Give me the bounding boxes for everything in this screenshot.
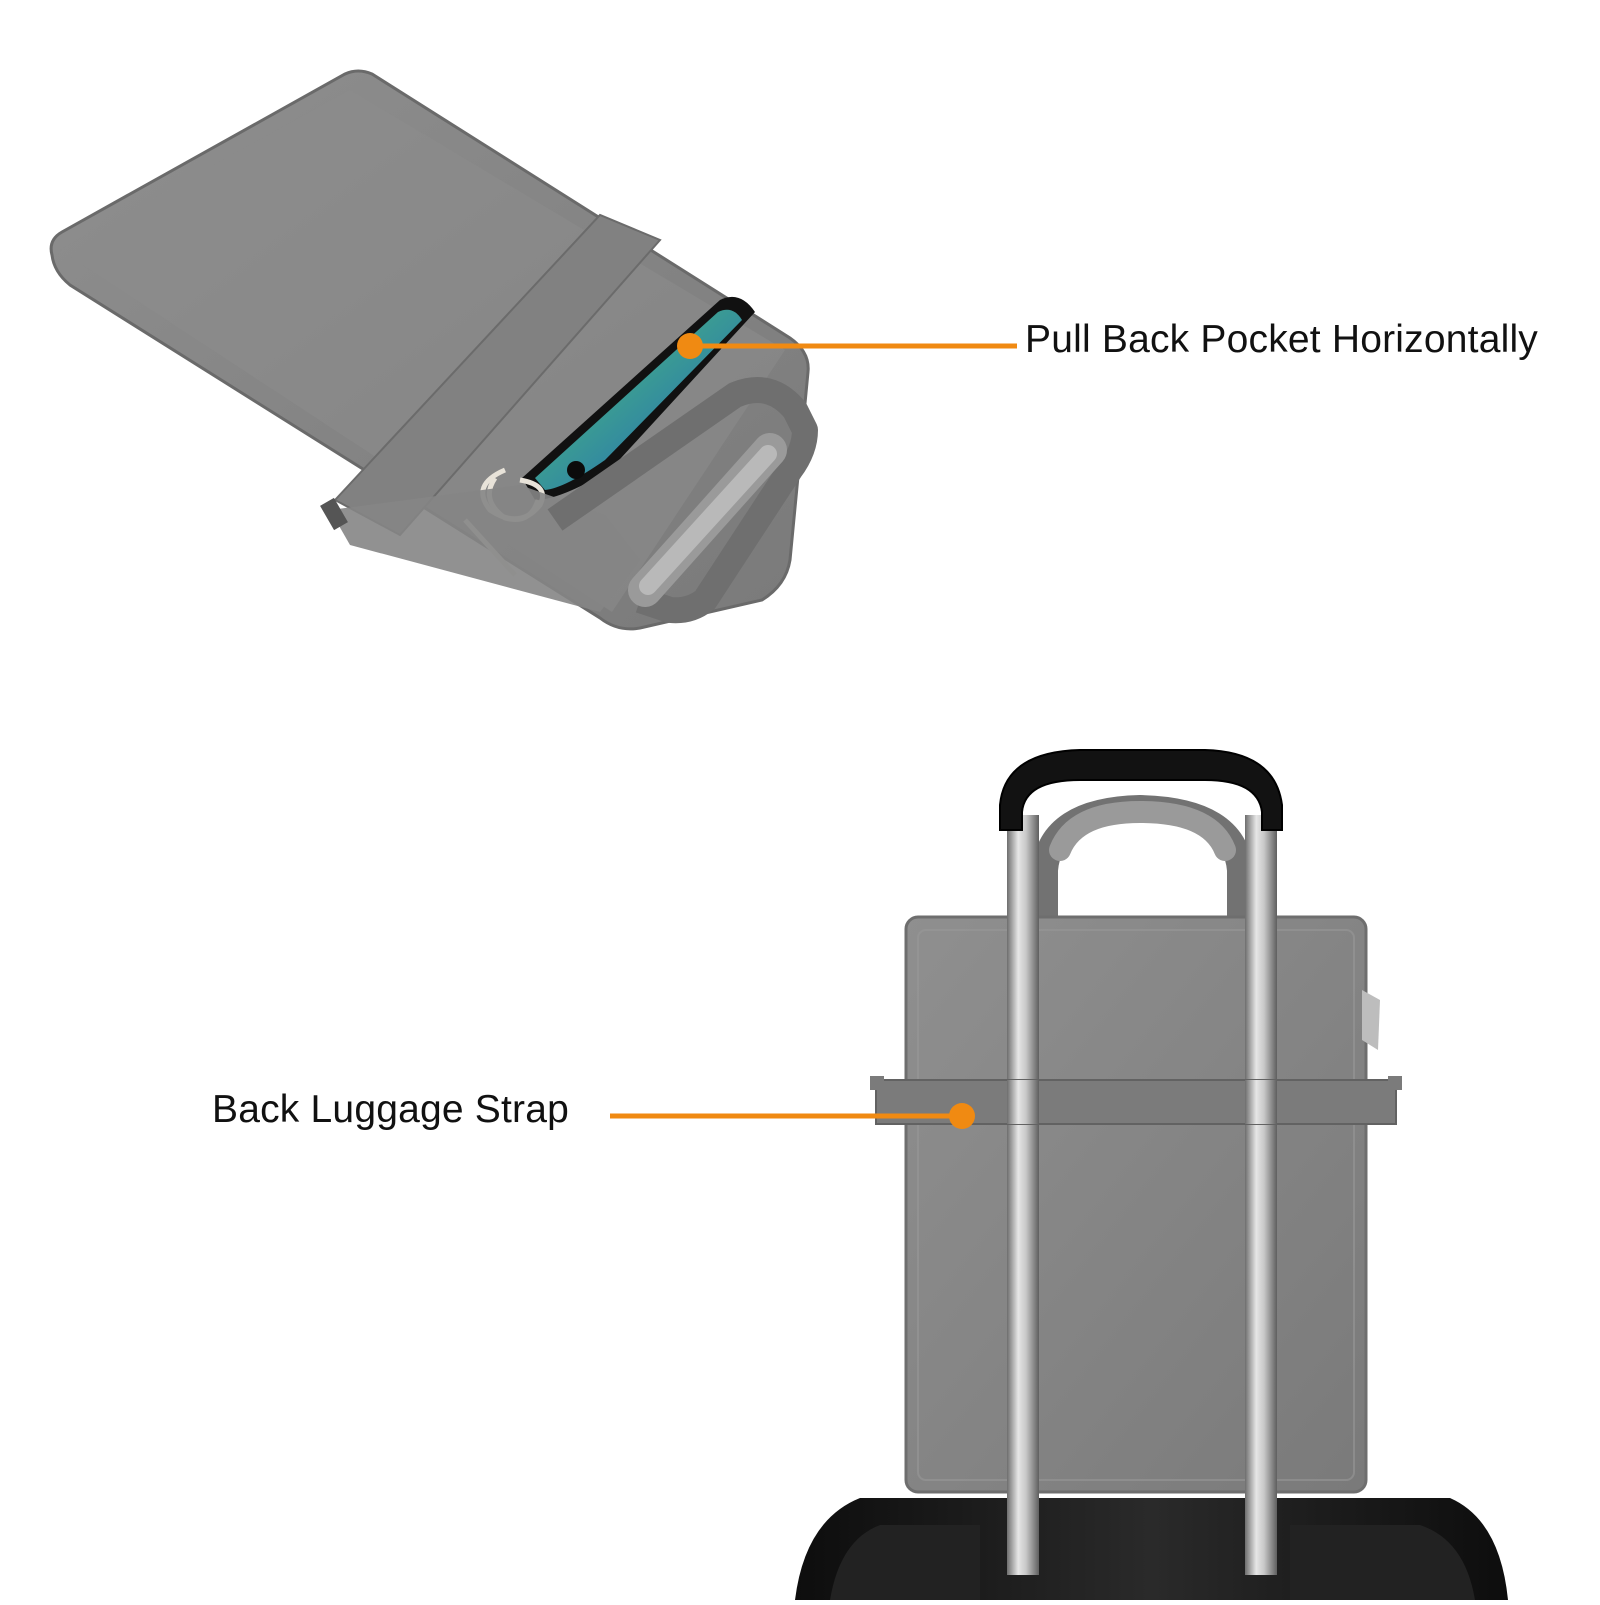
sleeve-handle: [547, 377, 818, 624]
strap-callout-label: Back Luggage Strap: [212, 1088, 570, 1131]
bag-body: [904, 915, 1368, 1494]
luggage-illustration: [795, 749, 1508, 1600]
pocket-callout-label: Pull Back Pocket Horizontally: [1025, 318, 1539, 361]
pocket-callout: [677, 333, 1017, 359]
orange-dot-icon: [677, 333, 703, 359]
zipper-pull: [320, 497, 348, 531]
trolley-poles-front: [1007, 1080, 1277, 1124]
bag-zipper-pull: [1362, 990, 1380, 1050]
orange-dot-icon: [949, 1103, 975, 1129]
trolley-poles: [1007, 815, 1277, 1575]
trolley-handle: [999, 749, 1283, 831]
bag-handles: [1032, 794, 1253, 950]
suitcase: [795, 1498, 1508, 1600]
strap-callout: [610, 1103, 975, 1129]
